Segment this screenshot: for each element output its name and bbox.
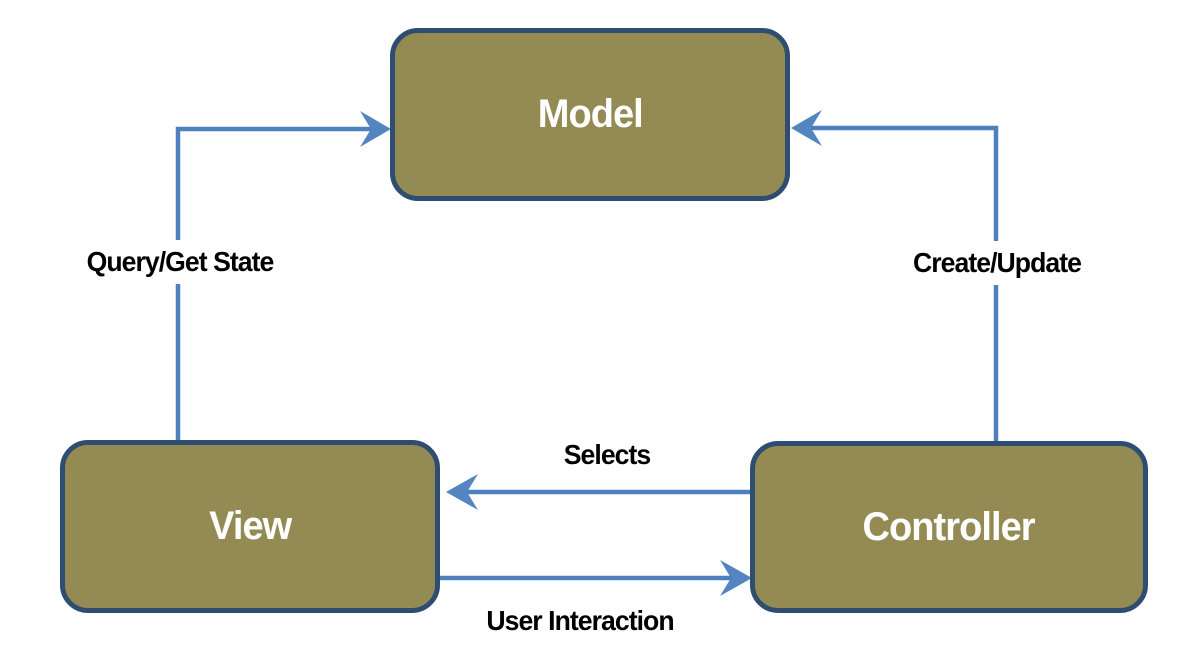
node-view-label: View — [208, 504, 292, 548]
edge-label-selects: Selects — [559, 433, 655, 477]
edge-controller-to-model-line — [798, 125, 999, 441]
arrowhead-into-view-icon — [446, 474, 478, 510]
node-model: Model — [390, 28, 790, 201]
edge-label-query-get-state: Query/Get State — [82, 240, 278, 284]
edge-view-to-model-line — [175, 126, 384, 440]
edge-label-user-interaction: User Interaction — [482, 599, 678, 643]
node-model-label: Model — [537, 92, 643, 136]
edge-label-create-update: Create/Update — [909, 241, 1085, 285]
arrowhead-into-model-right-icon — [791, 110, 822, 146]
node-controller: Controller — [750, 441, 1148, 613]
node-controller-label: Controller — [862, 504, 1036, 549]
arrowhead-into-controller-icon — [720, 560, 752, 596]
arrowhead-into-model-left-icon — [360, 111, 391, 147]
node-view: View — [60, 440, 440, 613]
